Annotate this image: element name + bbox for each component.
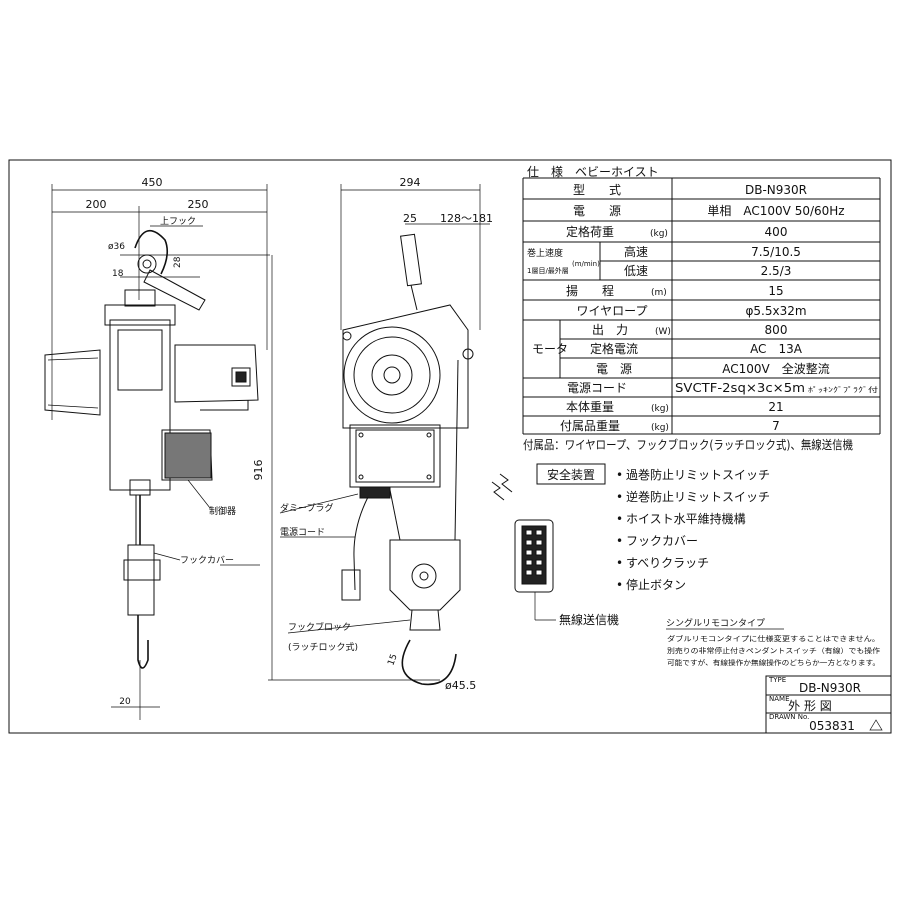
- dim-right-width: 294: [400, 176, 421, 189]
- remote-note-2: 可能ですが、有線操作か無線操作のどちらか一方となります。: [667, 658, 880, 667]
- spec-label-acc-weight: 付属品重量: [560, 419, 620, 433]
- spec-value-body-weight: 21: [768, 400, 783, 414]
- spec-header: 仕 様 ベビーホイスト: [527, 165, 659, 179]
- spec-unit-load: (kg): [650, 229, 668, 239]
- safety-item-0: 過巻防止リミットスイッチ: [626, 467, 770, 482]
- spec-motor-power-value: AC100V 全波整流: [722, 361, 830, 376]
- title-name-value: 外 形 図: [788, 699, 832, 713]
- label-hook-cover: フックカバー: [180, 555, 234, 566]
- dim-hook-dia: ø36: [108, 242, 125, 252]
- remote-note-1: 別売りの非常停止付きペンダントスイッチ（有線）でも操作: [667, 646, 880, 655]
- dim-lower-a: 15: [386, 653, 399, 667]
- title-type-value: DB-N930R: [799, 681, 861, 695]
- dim-left-b: 250: [188, 198, 209, 211]
- dim-bottom: 20: [119, 697, 131, 707]
- safety-devices: 安全装置 • 過巻防止リミットスイッチ • 逆巻防止リミットスイッチ • ホイス…: [536, 463, 770, 592]
- safety-item-4: すべりクラッチ: [626, 556, 709, 570]
- spec-motor-output-label: 出 力: [592, 323, 628, 337]
- dim-height: 916: [252, 460, 265, 481]
- dim-hook-a: 18: [112, 269, 124, 279]
- safety-bullet-4: •: [616, 556, 623, 570]
- spec-value-power: 単相 AC100V 50/60Hz: [707, 204, 844, 218]
- label-power-cord: 電源コード: [280, 527, 325, 538]
- remote-note-0: ダブルリモコンタイプに仕様変更することはできません。: [667, 634, 880, 643]
- remote-transmitter: 無線送信機 シングルリモコンタイプ ダブルリモコンタイプに仕様変更することはでき…: [491, 473, 880, 667]
- spec-label-body-weight: 本体重量: [566, 400, 614, 414]
- spec-motor-current-value: AC 13A: [750, 342, 803, 356]
- dim-left-width: 450: [142, 176, 163, 189]
- safety-item-1: 逆巻防止リミットスイッチ: [626, 489, 770, 504]
- spec-value-model: DB-N930R: [745, 183, 807, 197]
- drawing-border: [8, 159, 892, 734]
- label-latch-lock: (ラッチロック式): [288, 641, 358, 653]
- title-type-label: TYPE: [768, 676, 786, 684]
- spec-speed-low-value: 2.5/3: [761, 264, 792, 278]
- label-controller: 制御器: [209, 505, 236, 517]
- spec-unit-acc-weight: (kg): [651, 423, 669, 433]
- spec-speed-high-value: 7.5/10.5: [751, 245, 801, 259]
- dim-rope-a: 25: [403, 212, 417, 225]
- safety-item-2: ホイスト水平維持機構: [626, 511, 746, 526]
- spec-value-load: 400: [765, 225, 788, 239]
- spec-speed-low-label: 低速: [624, 264, 648, 278]
- side-view: 450 200 250 上フック ø36 18 28 制御器: [44, 176, 440, 720]
- title-name-label: NAME: [769, 695, 790, 703]
- spec-value-rope: φ5.5x32m: [745, 304, 806, 318]
- spec-table: 仕 様 ベビーホイスト 型 式 DB-N930R 電 源 単相 AC100V 5…: [522, 165, 881, 452]
- spec-label-speed: 巻上速度: [527, 247, 563, 259]
- dim-hook-b: 28: [173, 256, 183, 268]
- remote-body: [514, 519, 554, 593]
- front-view: 294 25 128～181 ダミープラグ 電源コード: [279, 176, 493, 692]
- dim-lower-dia: ø45.5: [445, 679, 476, 692]
- spec-sublabel-speed: 1層目/最外層: [527, 266, 569, 275]
- spec-value-cord-suffix: ﾎﾟｯｷﾝｸﾞﾌﾟﾗｸﾞ付: [808, 385, 878, 394]
- spec-label-load: 定格荷重: [566, 224, 614, 239]
- spec-label-cord: 電源コード: [567, 381, 627, 395]
- title-block: TYPE DB-N930R NAME 外 形 図 DRAWN No. 05383…: [765, 675, 892, 734]
- safety-bullet-3: •: [616, 534, 623, 548]
- spec-motor-current-label: 定格電流: [590, 341, 638, 356]
- spec-value-acc-weight: 7: [772, 419, 780, 433]
- label-upper-hook: 上フック: [160, 216, 196, 227]
- safety-item-3: フックカバー: [626, 534, 698, 548]
- spec-accessories: 付属品：ワイヤロープ、フックブロック(ラッチロック式)、無線送信機: [523, 437, 853, 452]
- spec-label-model: 型 式: [573, 183, 621, 197]
- spec-motor-output-unit: (W): [655, 327, 671, 337]
- spec-unit-speed: (m/min): [572, 260, 600, 268]
- spec-motor-power-label: 電 源: [596, 362, 632, 376]
- title-drawn-label: DRAWN No.: [769, 713, 809, 721]
- spec-unit-lift: (m): [651, 288, 667, 298]
- remote-type-title: シングルリモコンタイプ: [666, 617, 765, 629]
- spec-label-lift: 揚 程: [566, 283, 614, 298]
- title-drawn-value: 053831: [809, 719, 855, 733]
- spec-speed-high-label: 高速: [624, 244, 648, 259]
- signal-icon: [491, 481, 505, 501]
- spec-unit-body-weight: (kg): [651, 404, 669, 414]
- safety-bullet-0: •: [616, 468, 623, 482]
- safety-item-5: 停止ボタン: [626, 577, 686, 592]
- spec-label-motor: モータ: [532, 342, 568, 356]
- spec-motor-output-value: 800: [765, 323, 788, 337]
- safety-bullet-5: •: [616, 578, 623, 592]
- remote-label: 無線送信機: [559, 612, 619, 627]
- spec-value-lift: 15: [768, 284, 783, 298]
- spec-label-power: 電 源: [573, 204, 621, 218]
- safety-bullet-2: •: [616, 512, 623, 526]
- safety-bullet-1: •: [616, 490, 623, 504]
- dim-left-a: 200: [86, 198, 107, 211]
- label-hook-block: フックブロック: [288, 621, 351, 633]
- spec-value-cord: SVCTF-2sq×3c×5m: [675, 381, 805, 395]
- spec-label-rope: ワイヤロープ: [577, 304, 648, 318]
- revision-triangle-icon: [869, 719, 883, 731]
- label-dummy-plug: ダミープラグ: [280, 502, 333, 514]
- safety-title: 安全装置: [547, 467, 595, 482]
- dim-rope-b: 128～181: [440, 212, 493, 225]
